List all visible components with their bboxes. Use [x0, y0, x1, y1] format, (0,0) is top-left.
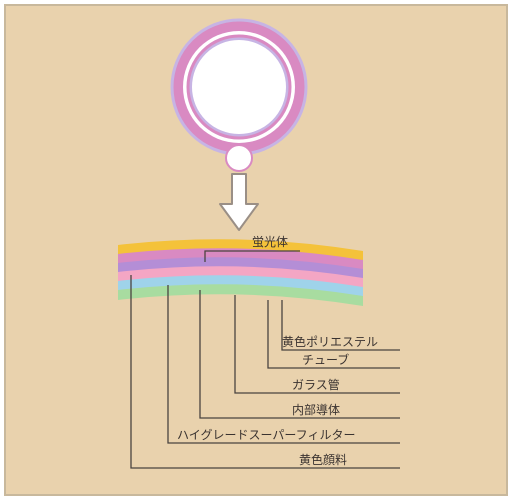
layer-bands — [118, 239, 363, 306]
lead-line-6 — [130, 275, 400, 469]
layer-band-3 — [118, 257, 363, 279]
callout-label-4: 内部導体 — [292, 402, 340, 417]
callout-label-5: ハイグレードスーパーフィルター — [177, 428, 355, 442]
lead-line-4 — [199, 290, 400, 419]
callout-label-1: 黄色ポリエステル — [282, 335, 378, 349]
lead-lines — [130, 250, 400, 469]
tube-cross-section — [170, 18, 308, 172]
layer-band-6 — [118, 284, 363, 306]
lead-line-1 — [281, 300, 400, 351]
lead-line-5 — [167, 285, 400, 444]
core-disc — [192, 40, 286, 134]
callout-label-2: チューブ — [302, 352, 349, 367]
layer-band-4 — [118, 266, 363, 288]
lead-line-3 — [234, 295, 400, 394]
layer-band-2 — [118, 248, 363, 270]
lead-line-2 — [267, 300, 400, 369]
label-phosphor: 蛍光体 — [252, 235, 288, 249]
callout-label-6: 黄色顔料 — [299, 452, 347, 467]
lead-line-phosphor — [204, 250, 300, 262]
layer-band-1 — [118, 239, 363, 261]
layer-band-5 — [118, 275, 363, 297]
magnified-spot-marker — [225, 144, 253, 172]
down-arrow-icon — [219, 173, 259, 231]
callout-label-3: ガラス管 — [292, 377, 340, 392]
